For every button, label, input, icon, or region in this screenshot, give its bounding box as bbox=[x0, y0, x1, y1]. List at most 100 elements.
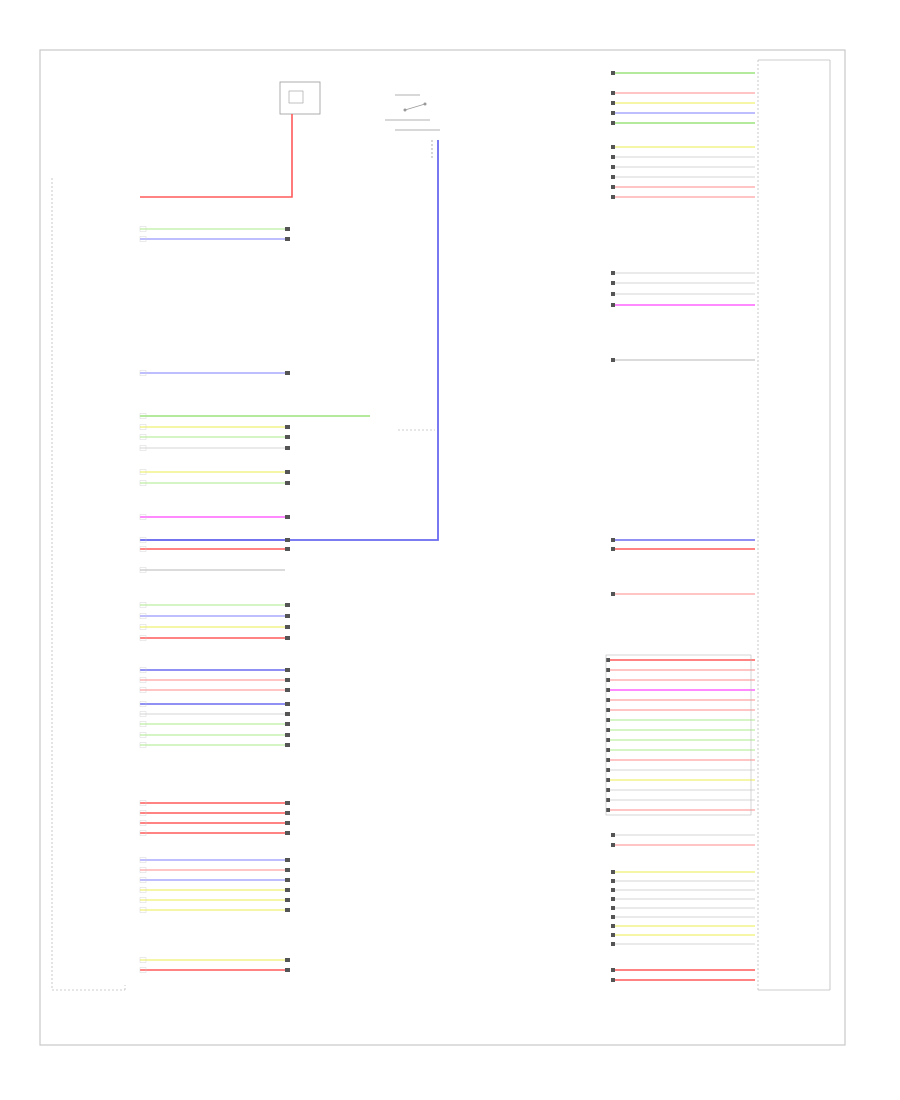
right-connector-40 bbox=[611, 897, 615, 901]
left-pin-1 bbox=[139, 236, 147, 242]
left-connector-19 bbox=[285, 688, 290, 692]
right-connector-21 bbox=[606, 678, 610, 682]
right-connector-36 bbox=[611, 843, 615, 847]
right-connector-46 bbox=[611, 968, 615, 972]
left-connector-6 bbox=[285, 446, 290, 450]
left-pin-27 bbox=[139, 820, 147, 826]
left-wire-bundle bbox=[139, 226, 370, 973]
left-pin-6 bbox=[139, 445, 147, 451]
right-connector-35 bbox=[611, 833, 615, 837]
right-connector-1 bbox=[611, 91, 615, 95]
left-pin-4 bbox=[139, 424, 147, 430]
right-connector-0 bbox=[611, 71, 615, 75]
right-connector-20 bbox=[606, 668, 610, 672]
left-connector-14 bbox=[285, 614, 290, 618]
left-pin-36 bbox=[139, 967, 147, 973]
left-pin-10 bbox=[139, 537, 147, 543]
left-pin-12 bbox=[139, 567, 147, 573]
right-connector-32 bbox=[606, 788, 610, 792]
left-connector-32 bbox=[285, 888, 290, 892]
left-connector-11 bbox=[285, 547, 290, 551]
left-pin-30 bbox=[139, 867, 147, 873]
left-pin-8 bbox=[139, 480, 147, 486]
left-pin-0 bbox=[139, 226, 147, 232]
right-connector-27 bbox=[606, 738, 610, 742]
left-connector-4 bbox=[285, 425, 290, 429]
left-connector-35 bbox=[285, 958, 290, 962]
left-connector-8 bbox=[285, 481, 290, 485]
right-connector-25 bbox=[606, 718, 610, 722]
right-connector-17 bbox=[611, 547, 615, 551]
right-connector-33 bbox=[606, 798, 610, 802]
left-pin-3 bbox=[139, 413, 147, 419]
right-connector-5 bbox=[611, 145, 615, 149]
left-connector-28 bbox=[285, 831, 290, 835]
right-connector-30 bbox=[606, 768, 610, 772]
right-connector-42 bbox=[611, 915, 615, 919]
right-connector-3 bbox=[611, 111, 615, 115]
left-connector-7 bbox=[285, 470, 290, 474]
right-connector-31 bbox=[606, 778, 610, 782]
left-connector-29 bbox=[285, 858, 290, 862]
right-wire-bundle bbox=[605, 71, 755, 982]
right-connector-41 bbox=[611, 906, 615, 910]
left-connector-34 bbox=[285, 908, 290, 912]
left-pin-20 bbox=[139, 701, 147, 707]
left-connector-2 bbox=[285, 371, 290, 375]
right-connector-6 bbox=[611, 155, 615, 159]
left-pin-26 bbox=[139, 810, 147, 816]
left-connector-27 bbox=[285, 821, 290, 825]
left-pin-7 bbox=[139, 469, 147, 475]
left-connector-1 bbox=[285, 237, 290, 241]
right-connector-18 bbox=[611, 592, 615, 596]
left-pin-25 bbox=[139, 800, 147, 806]
fuse-block bbox=[279, 81, 321, 115]
left-pin-17 bbox=[139, 667, 147, 673]
left-connector-17 bbox=[285, 668, 290, 672]
right-connector-38 bbox=[611, 879, 615, 883]
right-connector-10 bbox=[611, 195, 615, 199]
left-connector-36 bbox=[285, 968, 290, 972]
left-pin-18 bbox=[139, 677, 147, 683]
right-connector-45 bbox=[611, 942, 615, 946]
right-connector-44 bbox=[611, 933, 615, 937]
left-pin-21 bbox=[139, 711, 147, 717]
relay-switch bbox=[385, 94, 440, 160]
right-connector-43 bbox=[611, 924, 615, 928]
right-connector-39 bbox=[611, 888, 615, 892]
right-connector-11 bbox=[611, 271, 615, 275]
left-pin-19 bbox=[139, 687, 147, 693]
left-connector-25 bbox=[285, 801, 290, 805]
left-connector-22 bbox=[285, 722, 290, 726]
left-connector-20 bbox=[285, 702, 290, 706]
left-connector-10 bbox=[285, 538, 290, 542]
right-connector-26 bbox=[606, 728, 610, 732]
left-connector-30 bbox=[285, 868, 290, 872]
left-connector-26 bbox=[285, 811, 290, 815]
fuse-feed-wire bbox=[140, 114, 293, 198]
right-splice-bracket bbox=[605, 654, 752, 816]
left-pin-35 bbox=[139, 957, 147, 963]
left-connector-0 bbox=[285, 227, 290, 231]
right-connector-15 bbox=[611, 358, 615, 362]
left-connector-31 bbox=[285, 878, 290, 882]
left-connector-5 bbox=[285, 435, 290, 439]
left-connector-18 bbox=[285, 678, 290, 682]
right-module-box bbox=[757, 59, 831, 991]
left-pin-22 bbox=[139, 721, 147, 727]
left-pin-16 bbox=[139, 635, 147, 641]
left-pin-9 bbox=[139, 514, 147, 520]
left-pin-15 bbox=[139, 624, 147, 630]
right-connector-47 bbox=[611, 978, 615, 982]
left-connector-15 bbox=[285, 625, 290, 629]
left-pin-32 bbox=[139, 887, 147, 893]
left-pin-5 bbox=[139, 434, 147, 440]
right-connector-28 bbox=[606, 748, 610, 752]
right-connector-19 bbox=[606, 658, 610, 662]
right-connector-13 bbox=[611, 292, 615, 296]
right-connector-14 bbox=[611, 303, 615, 307]
right-connector-8 bbox=[611, 175, 615, 179]
left-pin-33 bbox=[139, 897, 147, 903]
left-connector-23 bbox=[285, 733, 290, 737]
